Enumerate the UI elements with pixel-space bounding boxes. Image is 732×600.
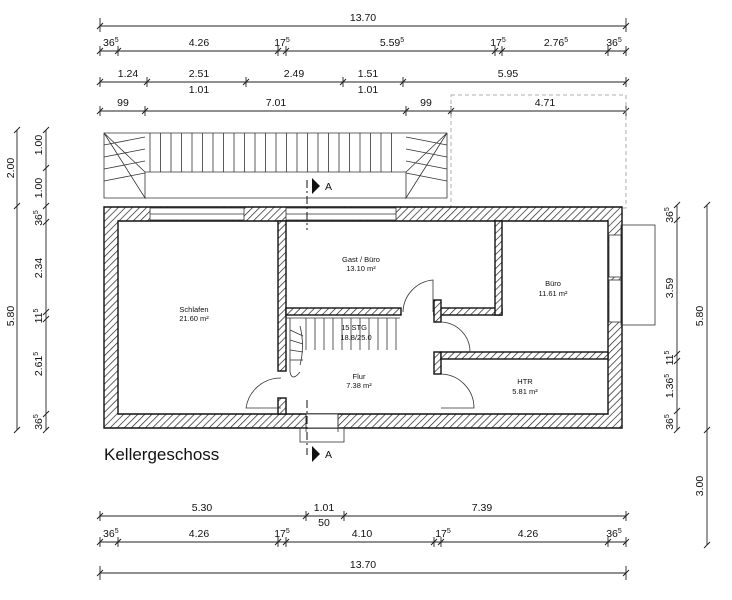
dim-bottom-r1-2: 7.39 (472, 502, 493, 514)
room-gast-area: 13.10 m² (346, 264, 376, 273)
terrace-rib (103, 172, 146, 182)
dim-bottom-r2-2: 175 (274, 528, 290, 540)
section-arrow-icon (312, 446, 320, 462)
dim-top-r2-4: 5.95 (498, 68, 519, 80)
dim-top-r2-0: 1.24 (118, 68, 139, 80)
dim-top-r1-4: 175 (490, 37, 506, 49)
room-buero-name: Büro (545, 279, 561, 288)
stair-step (289, 329, 304, 337)
terrace-outline (103, 94, 627, 209)
terrace-rib (405, 148, 448, 158)
dim-top-r1-3: 5.595 (380, 37, 404, 49)
dim-top-r1-1: 4.26 (189, 37, 210, 49)
dim-bottom-r2-0: 365 (103, 528, 119, 540)
room-schlafen-name: Schlafen (179, 305, 208, 314)
section-arrow-icon (312, 178, 320, 194)
dim-top-r1-5: 2.765 (544, 37, 568, 49)
dim-left-top-1b: 1.00 (33, 178, 45, 199)
top-dimension-chains: 13.70 365 4.26 175 5.595 175 2.765 365 1… (96, 12, 630, 116)
walls (103, 206, 623, 429)
dim-bottom-r2-6: 365 (606, 528, 622, 540)
windows (149, 207, 656, 443)
terrace-rib (405, 160, 448, 170)
dim-top-r3-3: 4.71 (535, 97, 556, 109)
dim-top-r2-sub0: 1.01 (189, 84, 210, 96)
terrace-rib (103, 148, 146, 158)
bottom-dimension-chains: 5.30 1.01 50 7.39 365 4.26 175 4.10 175 … (96, 502, 630, 580)
dim-right-outer-1: 3.00 (694, 476, 706, 497)
dim-bottom-total: 13.70 (350, 559, 376, 571)
dim-top-r1-0: 365 (103, 37, 119, 49)
section-markers: A A (306, 178, 332, 462)
dim-top-r3-0: 99 (117, 97, 129, 109)
dim-top-r1-6: 365 (606, 37, 622, 49)
room-buero-area: 11.61 m² (538, 289, 568, 298)
dim-left-inner-1: 2.34 (33, 258, 45, 279)
terrace-rib (103, 136, 146, 146)
svg-text:A: A (325, 449, 332, 461)
dim-right-small-2: 115 (664, 351, 676, 366)
dim-bottom-r1-1: 1.01 (314, 502, 335, 514)
left-dimension-chains: 2.00 5.80 1.00 1.00 365 2.34 115 2.615 3… (5, 126, 50, 434)
dim-left-top-2: 2.00 (5, 158, 17, 179)
dim-right-outer-0: 5.80 (694, 306, 706, 327)
dim-bottom-r1-sub: 50 (318, 517, 330, 529)
stair: 15 STG 18.8/25.0 (286, 317, 400, 378)
dim-right-small-4: 365 (664, 414, 676, 430)
right-dimension-chains: 365 3.59 115 1.365 365 5.80 3.00 (664, 201, 711, 549)
doors (245, 279, 475, 432)
dim-left-inner-3: 2.615 (33, 352, 45, 376)
dim-top-r3-1: 7.01 (266, 97, 287, 109)
room-flur-name: Flur (353, 372, 366, 381)
dim-bottom-r2-1: 4.26 (189, 528, 210, 540)
dim-bottom-r2-3: 4.10 (352, 528, 373, 540)
plan-title: Kellergeschoss (104, 445, 219, 464)
svg-text:A: A (325, 181, 332, 193)
dim-bottom-r2-5: 4.26 (518, 528, 539, 540)
dim-right-small-0: 365 (664, 207, 676, 223)
stair-label: 15 STG (341, 323, 367, 332)
dim-right-small-1: 3.59 (664, 278, 676, 299)
room-flur-area: 7.38 m² (346, 381, 372, 390)
dim-top-r2-1: 2.51 (189, 68, 210, 80)
stair-step (289, 339, 304, 345)
dim-top-r2-sub1: 1.01 (358, 84, 379, 96)
room-gast-name: Gast / Büro (342, 255, 380, 264)
room-schlafen-area: 21.60 m² (179, 314, 209, 323)
dim-left-outer: 5.80 (5, 306, 17, 327)
dim-top-r1-2: 175 (274, 37, 290, 49)
dim-top-total: 13.70 (350, 12, 376, 24)
dim-left-inner-2: 115 (33, 309, 45, 324)
dim-left-inner-4: 365 (33, 414, 45, 430)
dim-bottom-r2-4: 175 (435, 528, 451, 540)
terrace-rib (103, 160, 146, 170)
terrace-rib (405, 172, 448, 182)
dim-left-top-1a: 1.00 (33, 135, 45, 156)
room-htr-name: HTR (517, 377, 533, 386)
room-htr-area: 5.81 m² (512, 387, 538, 396)
terrace-rib (405, 136, 448, 146)
dim-top-r3-2: 99 (420, 97, 432, 109)
dim-top-r2-3: 1.51 (358, 68, 379, 80)
stair-ratio: 18.8/25.0 (340, 333, 371, 342)
dim-right-small-3: 1.365 (664, 374, 676, 398)
dim-top-r2-2: 2.49 (284, 68, 305, 80)
stair-step (289, 349, 304, 353)
dim-left-inner-0: 365 (33, 210, 45, 226)
room-labels: Schlafen 21.60 m² Gast / Büro 13.10 m² B… (179, 255, 568, 396)
dim-bottom-r1-0: 5.30 (192, 502, 213, 514)
